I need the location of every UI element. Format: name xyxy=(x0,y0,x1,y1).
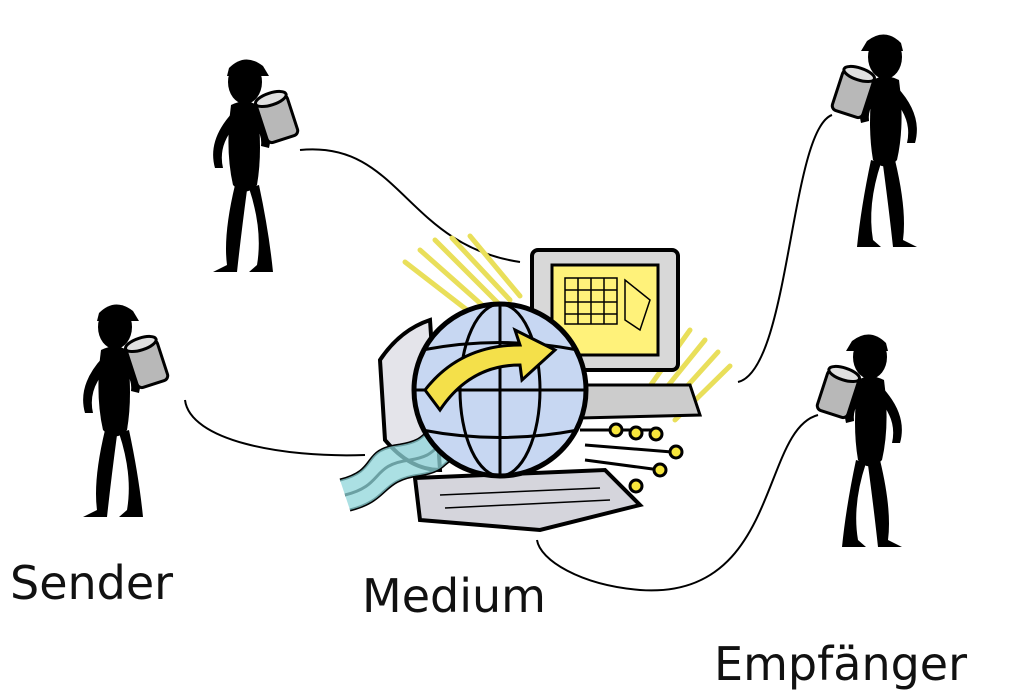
sender-figure-icon xyxy=(81,302,171,519)
string-line xyxy=(184,399,366,457)
receiver-figure-icon xyxy=(814,332,904,549)
string-line xyxy=(299,148,521,263)
receiver-figure-icon xyxy=(829,32,919,249)
network-globe-computer-icon xyxy=(339,233,733,533)
sender-label: Sender xyxy=(10,556,174,610)
medium-label: Medium xyxy=(362,569,546,623)
string-line xyxy=(737,114,833,383)
string-line xyxy=(536,414,819,592)
receiver-label: Empfänger xyxy=(714,637,968,691)
sender-figure-icon xyxy=(211,57,301,274)
